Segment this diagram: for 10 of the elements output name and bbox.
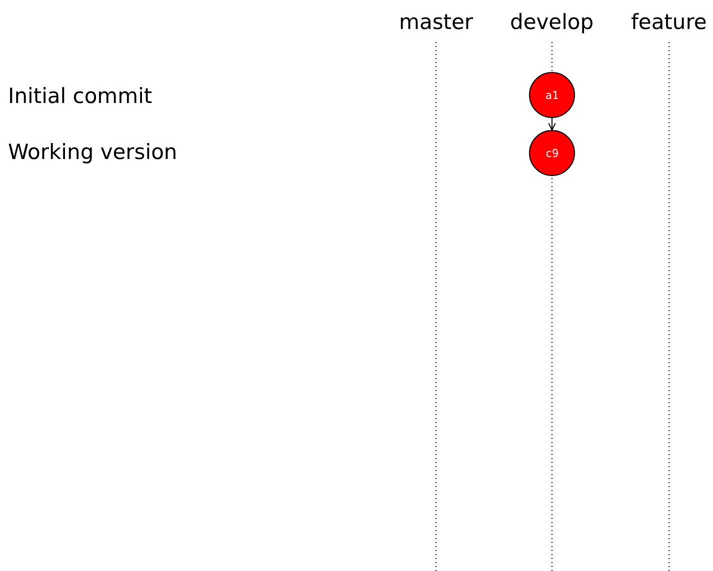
commit-id: c9 xyxy=(545,146,559,160)
branch-name: feature xyxy=(631,12,707,33)
branch-name: develop xyxy=(510,12,594,33)
commit-message: Working version xyxy=(8,142,178,163)
commit-circle xyxy=(529,130,575,176)
commit-id: a1 xyxy=(545,88,559,102)
commit-circle xyxy=(529,72,575,118)
branch-name: master xyxy=(399,12,474,33)
arrow xyxy=(548,118,556,131)
commit-message: Initial commit xyxy=(8,86,152,107)
